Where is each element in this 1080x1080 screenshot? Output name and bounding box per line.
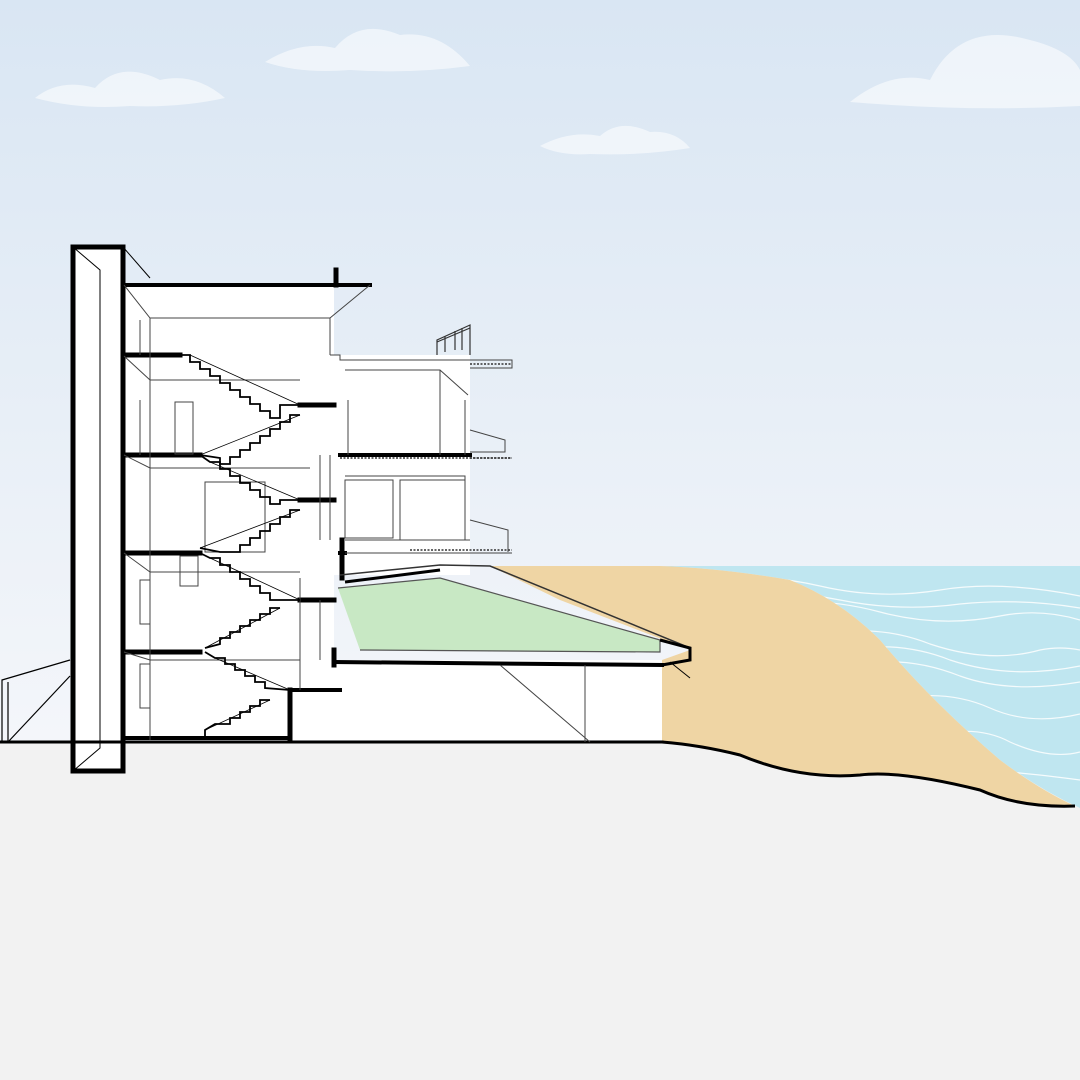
floor-slabs [0, 267, 665, 744]
stair-flight [199, 552, 300, 601]
railing [436, 324, 471, 355]
ground [0, 742, 1080, 1080]
stair-flight [199, 454, 300, 505]
interior-volume [330, 355, 470, 575]
cloud [540, 125, 690, 155]
building-section [0, 244, 692, 774]
basement-volume [290, 660, 662, 740]
sea [660, 566, 1080, 808]
stair-flight [199, 509, 300, 553]
stairs [180, 354, 301, 738]
clouds [35, 28, 1080, 155]
cloud [35, 71, 225, 107]
left-wall [1, 659, 71, 743]
interior-lines [123, 284, 591, 743]
stair-flight [180, 354, 300, 419]
terraces [340, 363, 512, 551]
swimming-pool [337, 564, 692, 679]
retaining-wall [70, 244, 151, 774]
sand-edge [661, 740, 1076, 808]
cloud [265, 28, 470, 72]
cloud [850, 35, 1080, 109]
stair-flight [204, 651, 291, 691]
